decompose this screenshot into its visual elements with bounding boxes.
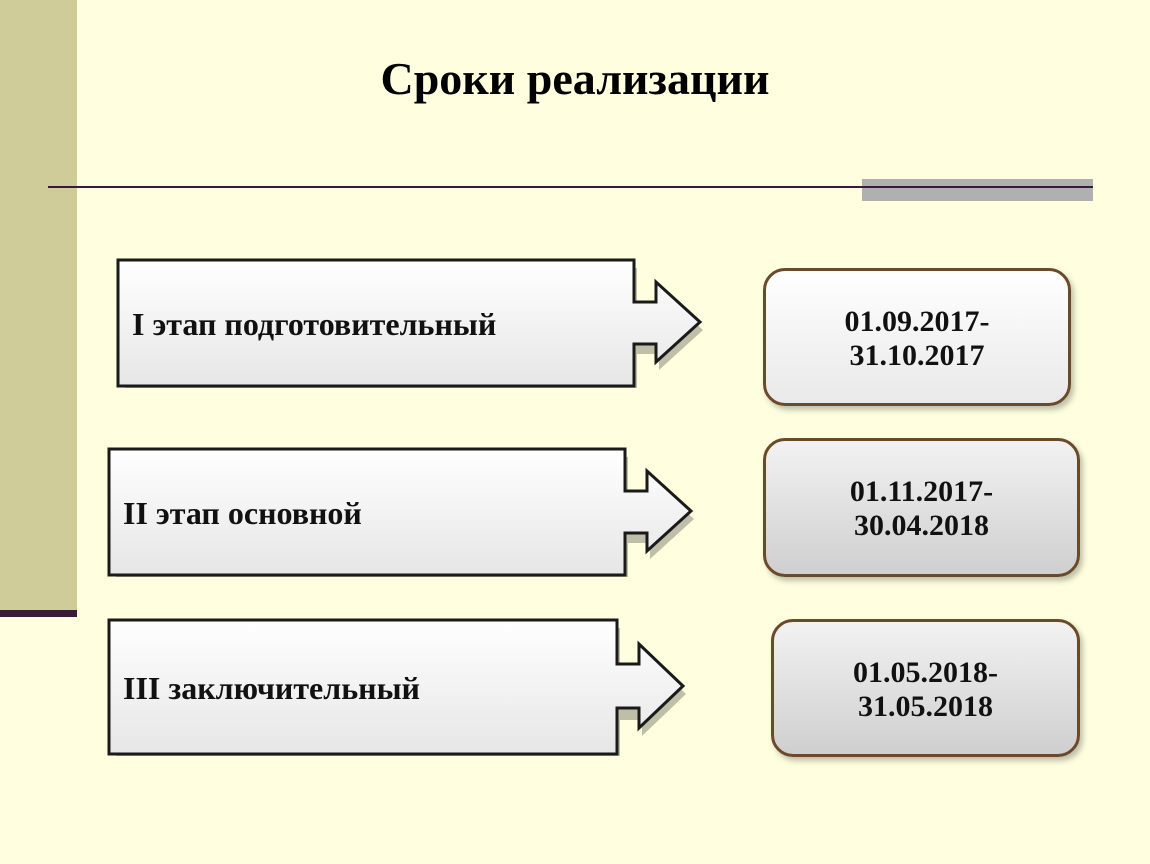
stage-3-label: III заключительный [123, 669, 420, 706]
title-text: Сроки реализации [380, 53, 770, 104]
stage-1-arrow-shape [116, 258, 703, 388]
stage-2-end-date: 30.04.2018 [854, 509, 989, 542]
stage-1-label: I этап подготовительный [132, 305, 497, 342]
stage-2-arrow-shape [107, 447, 694, 577]
divider-accent-block [862, 179, 1093, 201]
stage-3-arrow: III заключительный [107, 618, 691, 758]
side-accent-bar [0, 0, 77, 612]
stage-1-dates: 01.09.2017- 31.10.2017 [763, 268, 1071, 406]
stage-1-start-date: 01.09.2017- [844, 305, 990, 338]
divider-accent-line [862, 186, 1093, 188]
stage-3-end-date: 31.05.2018 [858, 690, 993, 723]
stage-2-label: II этап основной [123, 494, 362, 531]
stage-2-dates: 01.11.2017- 30.04.2018 [763, 438, 1080, 577]
stage-3-arrow-shape [107, 618, 686, 756]
slide-title: Сроки реализации [0, 52, 1150, 105]
side-accent-line [0, 610, 77, 617]
stage-3-dates: 01.05.2018- 31.05.2018 [771, 619, 1080, 757]
stage-1-arrow: I этап подготовительный [116, 258, 708, 390]
stage-2-arrow: II этап основной [107, 447, 699, 579]
title-divider [48, 186, 1093, 188]
stage-2-start-date: 01.11.2017- [849, 475, 994, 508]
stage-3-start-date: 01.05.2018- [853, 656, 998, 689]
stage-1-end-date: 31.10.2017 [849, 339, 985, 372]
